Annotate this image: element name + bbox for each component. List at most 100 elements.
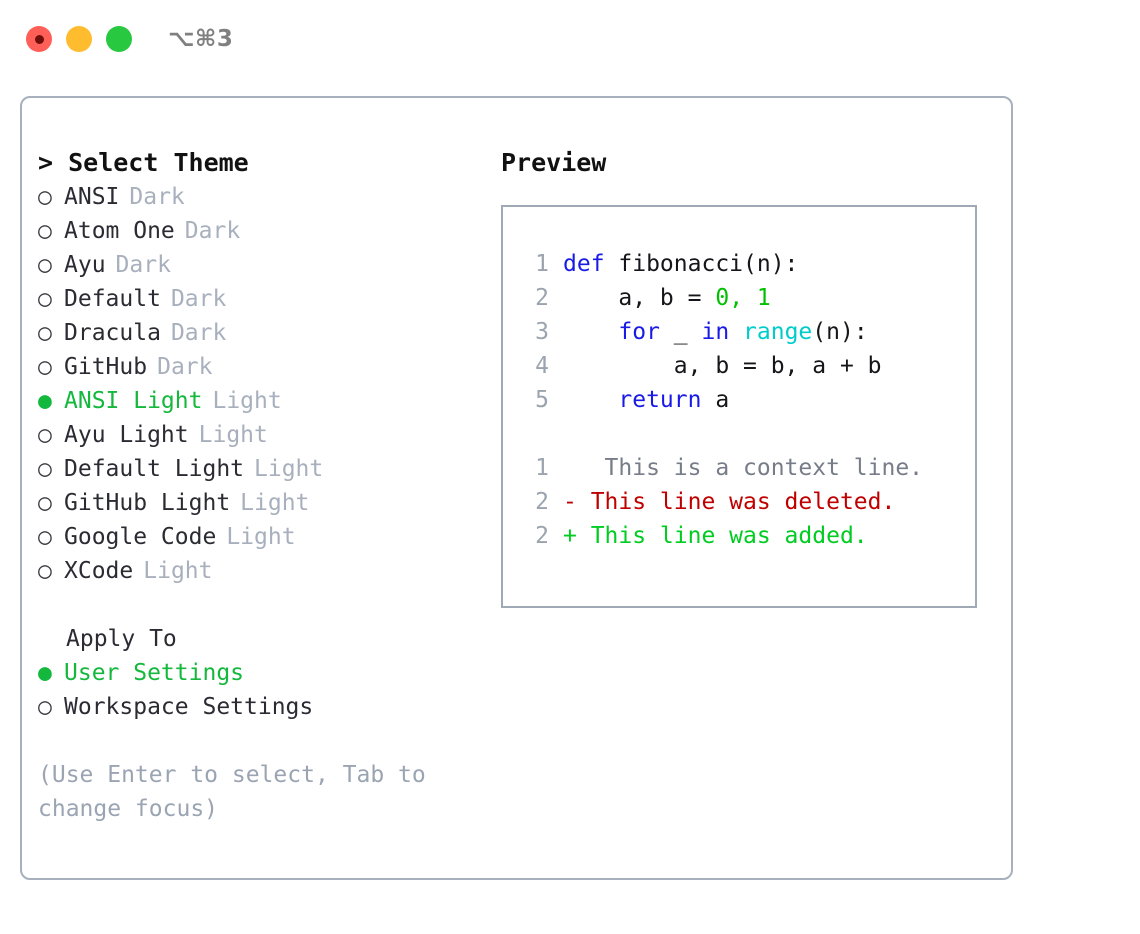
code-line-number: 2 xyxy=(535,285,549,311)
code-token-plain: _ xyxy=(659,319,702,345)
code-token-num: 0 xyxy=(715,285,730,311)
section-spacer xyxy=(38,588,478,622)
theme-option-badge: Light xyxy=(240,490,310,516)
code-line-2: 3 for _ in range(n): xyxy=(503,315,975,349)
code-line-number: 5 xyxy=(535,387,549,413)
theme-option-badge: Dark xyxy=(115,252,171,278)
code-line-text: a, b = 0, 1 xyxy=(563,281,771,315)
diff-spacer xyxy=(503,417,975,451)
theme-option-label: ANSI Light xyxy=(64,388,203,414)
theme-option-label: Google Code xyxy=(64,524,217,550)
theme-option-label: Dracula xyxy=(64,320,161,346)
diff-line-number: 1 xyxy=(535,455,549,481)
theme-option-badge: Dark xyxy=(184,218,241,244)
theme-option-label: Default Light xyxy=(64,456,245,482)
radio-unselected-icon: ○ xyxy=(38,558,52,584)
window-title: ⌥⌘3 xyxy=(168,26,234,52)
keyboard-hint: (Use Enter to select, Tab to change focu… xyxy=(38,762,426,822)
theme-option-badge: Light xyxy=(212,388,282,414)
code-token-kw: def xyxy=(563,251,605,277)
radio-unselected-icon: ○ xyxy=(38,286,52,312)
theme-option-label: Default xyxy=(64,286,161,312)
theme-option-4[interactable]: ○ Dracula Dark xyxy=(38,316,478,350)
radio-selected-icon: ● xyxy=(38,388,52,414)
radio-unselected-icon: ○ xyxy=(38,320,52,346)
apply-to-option-list[interactable]: ● User Settings ○ Workspace Settings xyxy=(38,656,478,724)
close-button[interactable] xyxy=(26,26,52,52)
code-line-number: 3 xyxy=(535,319,549,345)
theme-option-label: XCode xyxy=(64,558,134,584)
code-line-text: a, b = b, a + b xyxy=(563,349,882,383)
theme-option-badge: Dark xyxy=(157,354,213,380)
radio-unselected-icon: ○ xyxy=(38,524,52,550)
code-token-plain: a, b = b, a + b xyxy=(563,353,882,379)
code-token-plain xyxy=(729,319,743,345)
theme-option-badge: Dark xyxy=(170,320,227,346)
radio-unselected-icon: ○ xyxy=(38,490,52,516)
code-token-plain: a, b = xyxy=(563,285,716,311)
theme-option-6[interactable]: ● ANSI Light Light xyxy=(38,384,478,418)
diff-line-0: 1 This is a context line. xyxy=(503,451,975,485)
diff-line-text: + This line was added. xyxy=(563,523,868,549)
code-line-text: for _ in range(n): xyxy=(563,315,867,349)
theme-option-label: GitHub xyxy=(64,354,148,380)
theme-option-9[interactable]: ○ GitHub Light Light xyxy=(38,486,478,520)
apply-option-0[interactable]: ● User Settings xyxy=(38,656,478,690)
code-line-1: 2 a, b = 0, 1 xyxy=(503,281,975,315)
radio-unselected-icon: ○ xyxy=(38,218,52,244)
radio-unselected-icon: ○ xyxy=(38,354,52,380)
code-line-4: 5 return a xyxy=(503,383,975,417)
diff-sample: 1 This is a context line. 2 - This line wa… xyxy=(503,451,975,553)
theme-option-badge: Light xyxy=(226,524,296,550)
radio-selected-icon: ● xyxy=(38,660,52,686)
code-token-num: 1 xyxy=(756,285,771,311)
theme-option-10[interactable]: ○ Google Code Light xyxy=(38,520,478,554)
diff-line-number: 2 xyxy=(535,489,549,515)
code-line-text: return a xyxy=(563,383,729,417)
diff-line-number: 2 xyxy=(535,523,549,549)
theme-option-badge: Light xyxy=(198,422,268,448)
theme-option-label: Atom One xyxy=(64,218,175,244)
close-dot-inner xyxy=(34,34,44,44)
diff-line-1: 2 - This line was deleted. xyxy=(503,485,975,519)
preview-title: Preview xyxy=(501,148,607,177)
code-token-fn: range xyxy=(743,319,813,345)
radio-unselected-icon: ○ xyxy=(38,422,52,448)
theme-option-badge: Light xyxy=(254,456,324,482)
apply-option-label: User Settings xyxy=(64,660,245,686)
code-token-plain: fibonacci(n): xyxy=(604,251,799,277)
code-token-kw: in xyxy=(701,319,730,345)
theme-picker-heading: > Select Theme xyxy=(38,148,249,177)
code-token-plain: a xyxy=(701,387,730,413)
theme-option-badge: Dark xyxy=(129,184,185,210)
minimize-button[interactable] xyxy=(66,26,92,52)
code-token-num: , xyxy=(729,285,757,311)
theme-option-1[interactable]: ○ Atom One Dark xyxy=(38,214,478,248)
theme-option-label: Ayu xyxy=(64,252,106,278)
theme-option-badge: Light xyxy=(143,558,213,584)
maximize-button[interactable] xyxy=(106,26,132,52)
apply-option-1[interactable]: ○ Workspace Settings xyxy=(38,690,478,724)
theme-option-5[interactable]: ○ GitHub Dark xyxy=(38,350,478,384)
code-token-plain xyxy=(563,387,618,413)
code-token-plain xyxy=(563,319,618,345)
radio-unselected-icon: ○ xyxy=(38,694,52,720)
diff-line-text: - This line was deleted. xyxy=(563,489,896,515)
theme-option-label: GitHub Light xyxy=(64,490,231,516)
apply-option-label: Workspace Settings xyxy=(64,694,314,720)
code-line-text: def fibonacci(n): xyxy=(563,247,798,281)
window-controls xyxy=(26,26,132,52)
theme-option-11[interactable]: ○ XCode Light xyxy=(38,554,478,588)
